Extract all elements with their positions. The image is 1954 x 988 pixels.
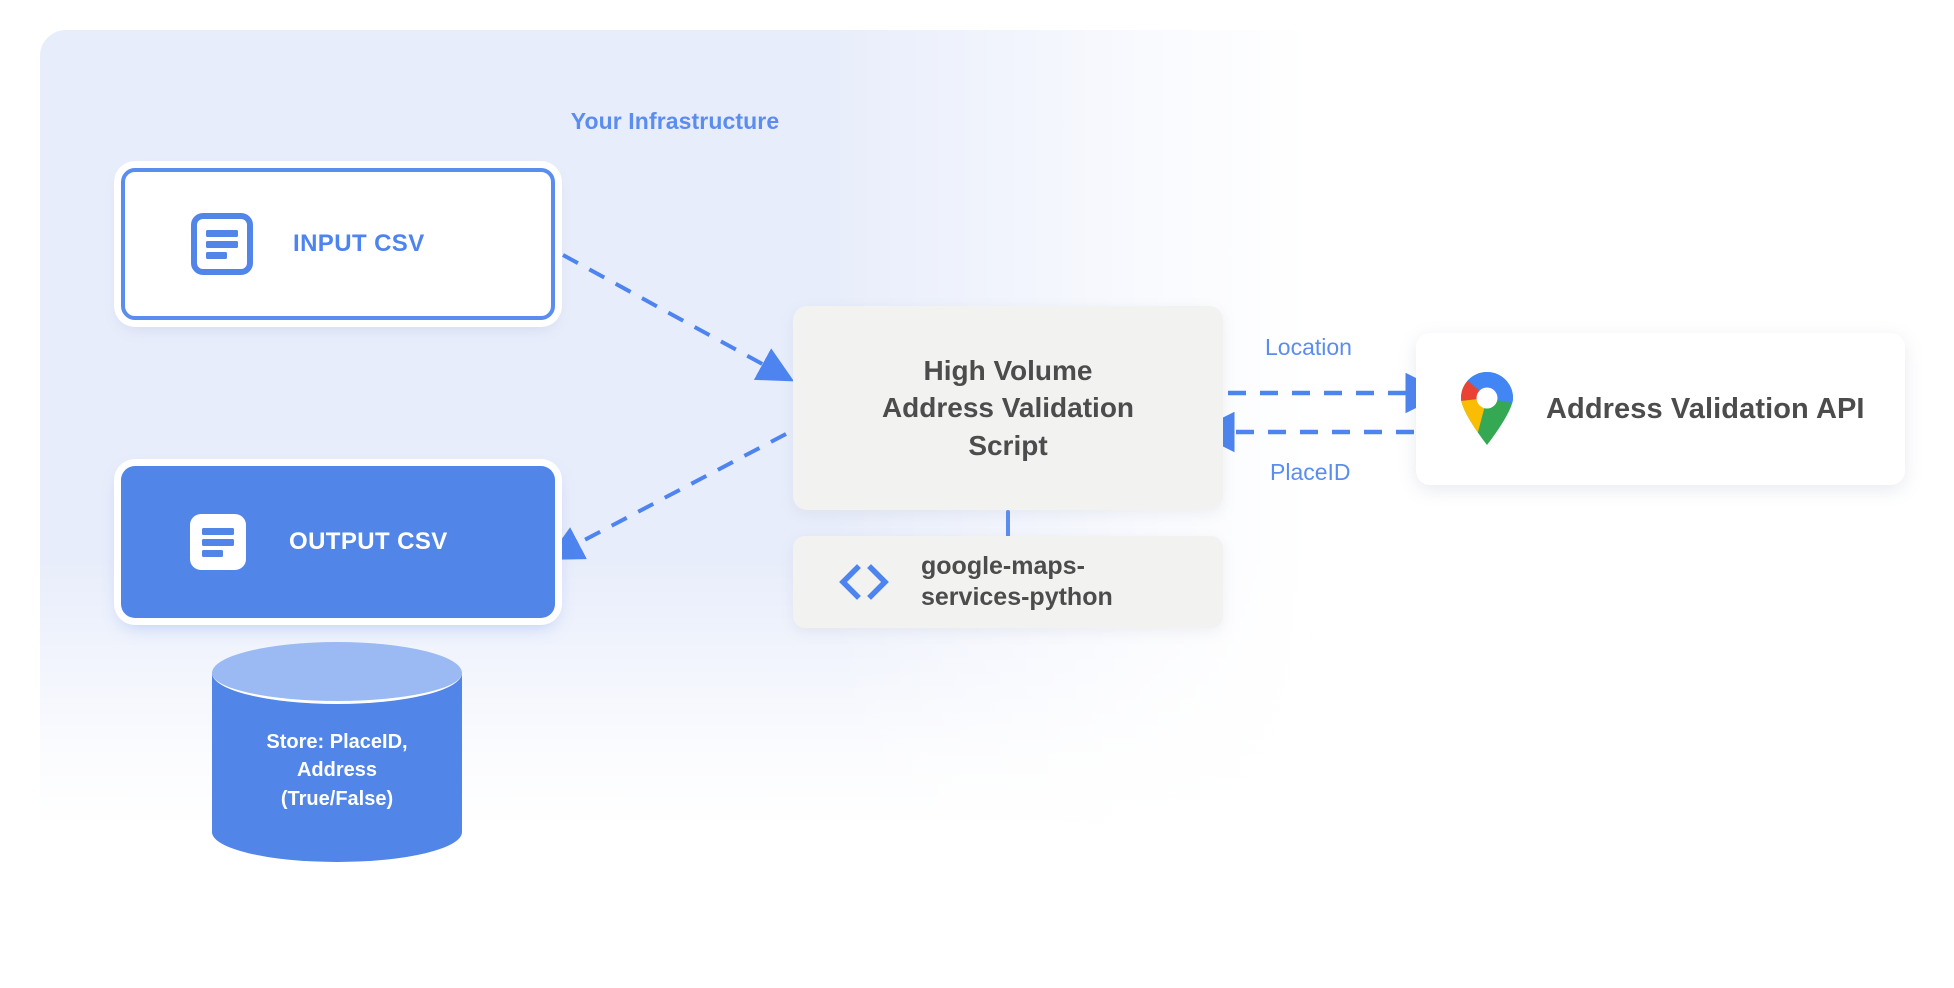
datastore-line-1: Store: PlaceID, (266, 731, 408, 753)
datastore-line-3: (True/False) (280, 787, 394, 810)
google-maps-pin-icon (1461, 372, 1513, 445)
code-brackets-icon (839, 564, 889, 600)
script-line-3: Script (968, 429, 1048, 461)
connector-script-to-library (1006, 510, 1010, 540)
edge-label-location: Location (1265, 334, 1352, 360)
datastore-top (212, 642, 462, 704)
datastore-line-2: Address (296, 759, 378, 782)
document-icon (190, 514, 246, 570)
library-label: google-maps- services-python (921, 551, 1113, 614)
infrastructure-title: Your Infrastructure (570, 108, 780, 134)
library-line-2: services-python (921, 583, 1113, 611)
api-label: Address Validation API (1546, 392, 1865, 425)
node-output-csv[interactable]: OUTPUT CSV (121, 466, 555, 618)
input-csv-label: INPUT CSV (293, 230, 425, 257)
node-input-csv[interactable]: INPUT CSV (121, 168, 555, 320)
node-validation-script[interactable]: High Volume Address Validation Script (793, 306, 1223, 510)
library-line-1: google-maps- (921, 551, 1085, 580)
node-datastore[interactable]: Store: PlaceID, Address (True/False) (212, 642, 462, 862)
output-csv-label: OUTPUT CSV (289, 528, 448, 555)
script-line-1: High Volume (923, 354, 1093, 386)
datastore-label: Store: PlaceID, Address (True/False) (212, 728, 462, 813)
script-line-2: Address Validation (881, 392, 1135, 424)
node-address-validation-api[interactable]: Address Validation API (1416, 333, 1905, 485)
document-icon (191, 213, 253, 275)
node-google-maps-services-python[interactable]: google-maps- services-python (793, 536, 1223, 628)
edge-label-placeid: PlaceID (1270, 459, 1351, 485)
